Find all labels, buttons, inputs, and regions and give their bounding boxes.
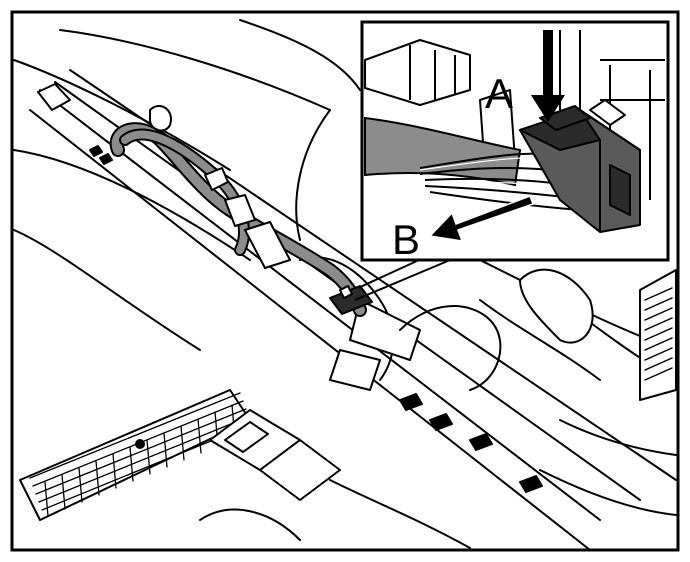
callout-label-a: A <box>485 70 513 117</box>
pull-arrow-b <box>428 195 534 242</box>
wire-harness <box>109 105 373 317</box>
inset-connector <box>519 99 641 233</box>
push-arrow-a <box>531 30 565 122</box>
callout-label-b: B <box>392 216 420 263</box>
detail-inset: A B <box>360 20 670 263</box>
main-scene <box>13 19 677 551</box>
